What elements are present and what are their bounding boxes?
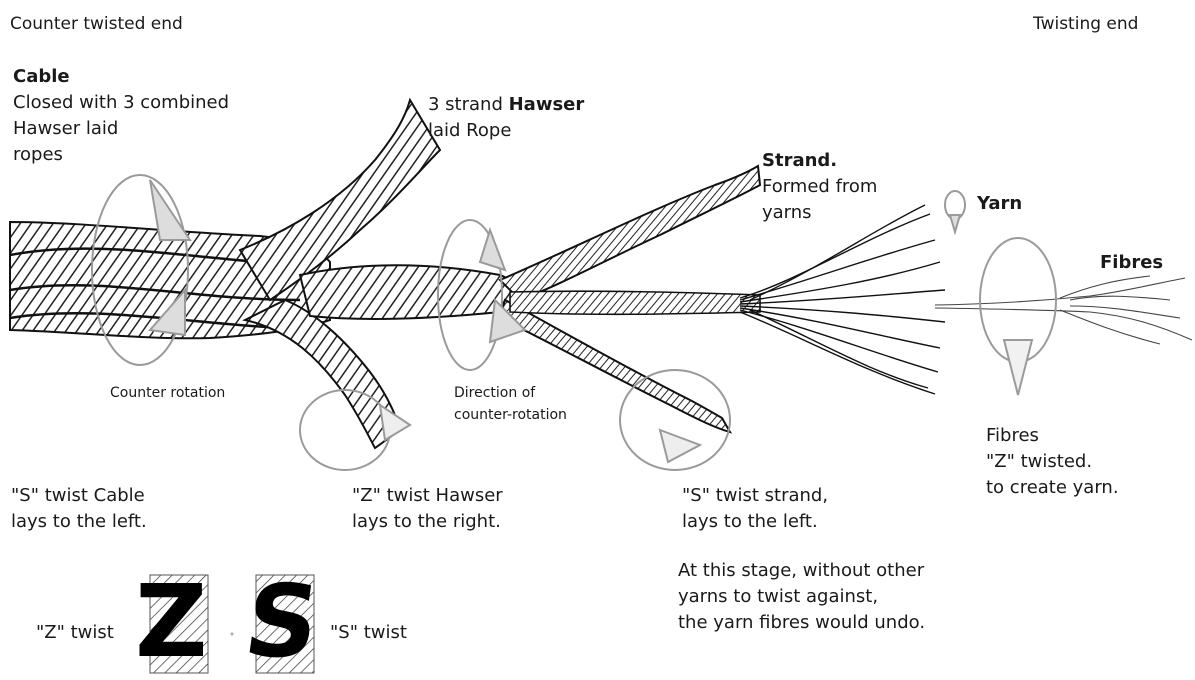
z-hawser-line: "Z" twist Hawser bbox=[352, 483, 503, 509]
fibres-z-line: "Z" twisted. bbox=[986, 449, 1119, 475]
fibres-z-line: to create yarn. bbox=[986, 475, 1119, 501]
direction-rotation-label: Direction of counter-rotation bbox=[454, 382, 567, 426]
strand-upper bbox=[500, 166, 760, 300]
z-hawser-note: "Z" twist Hawser lays to the right. bbox=[352, 483, 503, 535]
s-cable-note: "S" twist Cable lays to the left. bbox=[11, 483, 147, 535]
fibres-rotation-arrow bbox=[980, 238, 1056, 395]
counter-twisted-end-label: Counter twisted end bbox=[10, 12, 183, 36]
fibres-z-note: Fibres "Z" twisted. to create yarn. bbox=[986, 423, 1119, 501]
cable-line: Closed with 3 combined bbox=[13, 90, 229, 116]
legend-s-label: "S" twist bbox=[330, 620, 407, 646]
stage-line: At this stage, without other bbox=[678, 558, 925, 584]
s-strand-line: "S" twist strand, bbox=[682, 483, 828, 509]
strand-label: Strand. Formed from yarns bbox=[762, 148, 877, 226]
legend-divider-dots bbox=[231, 633, 234, 636]
main-hawser-rope bbox=[300, 265, 515, 319]
cable-title: Cable bbox=[13, 64, 229, 90]
yarns bbox=[740, 205, 945, 394]
hawser-lower-rope bbox=[245, 300, 400, 448]
hawser-bold: Hawser bbox=[509, 94, 585, 115]
cable-line: Hawser laid bbox=[13, 116, 229, 142]
legend-z-label: "Z" twist bbox=[36, 620, 114, 646]
strand-title: Strand. bbox=[762, 148, 877, 174]
s-strand-note: "S" twist strand, lays to the left. bbox=[682, 483, 828, 535]
strand-line: Formed from bbox=[762, 174, 877, 200]
stage-line: yarns to twist against, bbox=[678, 584, 925, 610]
hawser-line2: laid Rope bbox=[428, 118, 584, 144]
hawser-label: 3 strand Hawser laid Rope bbox=[428, 92, 584, 144]
stage-note: At this stage, without other yarns to tw… bbox=[678, 558, 925, 636]
yarn-small-arrow bbox=[945, 191, 965, 232]
twisting-end-label: Twisting end bbox=[1033, 12, 1138, 36]
s-cable-line: lays to the left. bbox=[11, 509, 147, 535]
fibres-label: Fibres bbox=[1100, 250, 1163, 276]
fibres bbox=[935, 276, 1192, 344]
direction-line: counter-rotation bbox=[454, 404, 567, 426]
legend-z-letter: Z bbox=[135, 572, 208, 672]
stage-line: the yarn fibres would undo. bbox=[678, 610, 925, 636]
legend-s-letter: S bbox=[239, 572, 325, 672]
counter-rotation-label: Counter rotation bbox=[110, 382, 225, 404]
strand-center bbox=[510, 291, 760, 314]
fibres-z-line: Fibres bbox=[986, 423, 1119, 449]
cable-line: ropes bbox=[13, 142, 229, 168]
cable-label: Cable Closed with 3 combined Hawser laid… bbox=[13, 64, 229, 168]
z-hawser-line: lays to the right. bbox=[352, 509, 503, 535]
hawser-prefix: 3 strand bbox=[428, 94, 509, 115]
yarn-label: Yarn bbox=[977, 191, 1022, 217]
strand-line: yarns bbox=[762, 200, 877, 226]
direction-line: Direction of bbox=[454, 382, 567, 404]
s-strand-line: lays to the left. bbox=[682, 509, 828, 535]
s-cable-line: "S" twist Cable bbox=[11, 483, 147, 509]
